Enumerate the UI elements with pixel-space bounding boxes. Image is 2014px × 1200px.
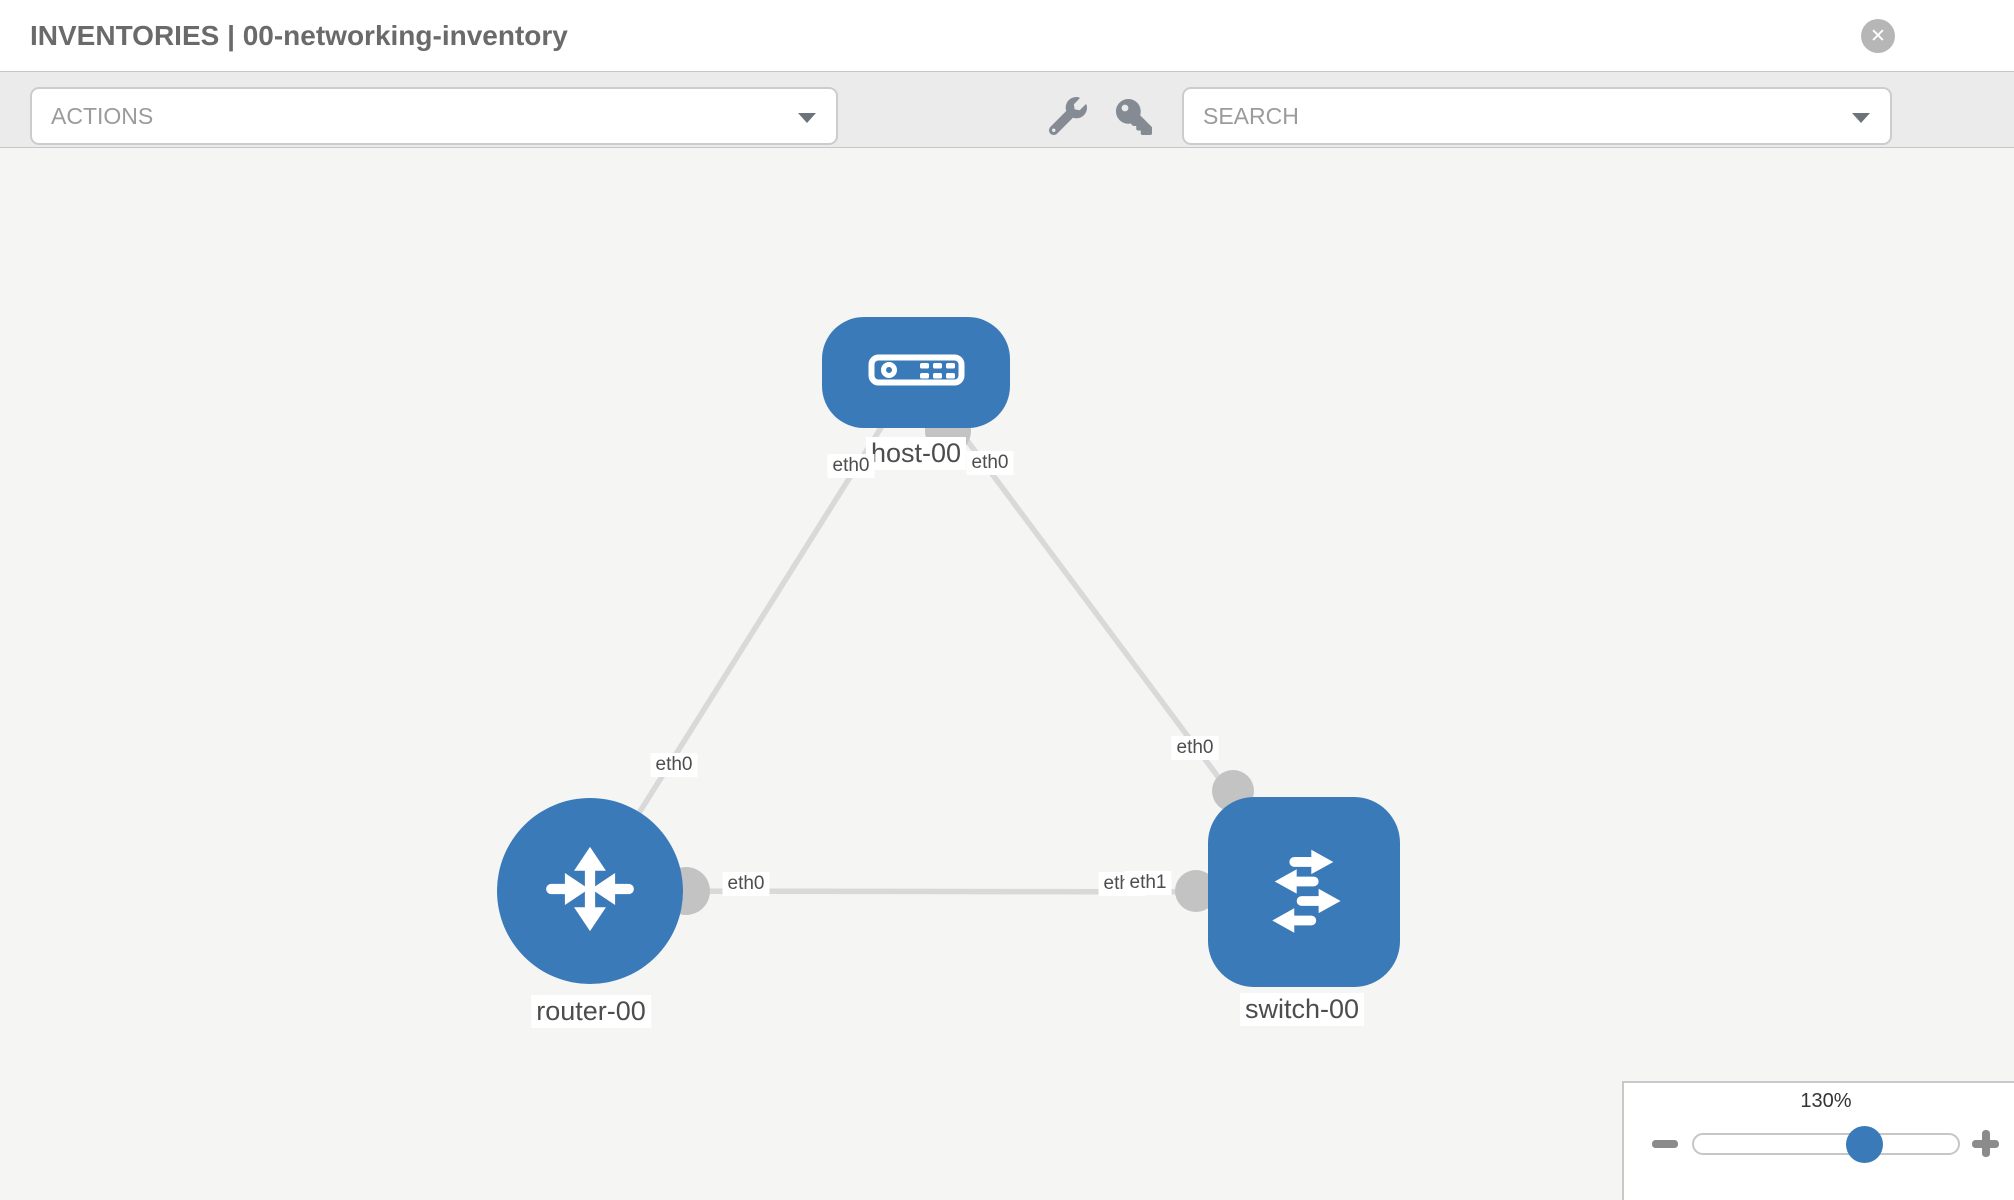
interface-label-switch-top: eth0 [1171, 736, 1219, 760]
interface-label-switch-left: eth1 [1124, 871, 1172, 895]
caret-down-icon [1852, 113, 1870, 123]
node-host-00[interactable] [822, 317, 1010, 428]
page-title: INVENTORIES | 00-networking-inventory [30, 20, 568, 51]
switch-icon [1243, 829, 1365, 956]
zoom-level-value: 130% [1800, 1090, 1852, 1112]
zoom-slider-thumb[interactable] [1846, 1126, 1883, 1163]
interface-label-router-right: eth0 [722, 872, 770, 896]
search-dropdown-label: SEARCH [1203, 103, 1299, 129]
key-icon[interactable] [1116, 99, 1154, 137]
toolbar: ACTIONS SEARCH [0, 71, 2014, 148]
interface-label-host-left: eth0 [827, 454, 875, 478]
node-label-host: host-00 [865, 437, 967, 470]
zoom-plus-icon[interactable] [1972, 1130, 1999, 1157]
close-icon[interactable]: ✕ [1861, 19, 1895, 53]
caret-down-icon [798, 113, 816, 123]
zoom-slider-track[interactable] [1692, 1133, 1960, 1155]
node-label-switch: switch-00 [1239, 993, 1365, 1026]
node-switch-00[interactable] [1208, 797, 1400, 987]
node-router-00[interactable] [497, 798, 683, 984]
interface-dot-switch-left [1175, 870, 1217, 912]
host-icon [868, 354, 965, 391]
zoom-panel: 130% [1622, 1081, 2014, 1200]
header: INVENTORIES | 00-networking-inventory ✕ [0, 0, 2014, 71]
interface-label-host-right: eth0 [966, 451, 1014, 475]
node-label-router: router-00 [531, 995, 651, 1028]
wrench-icon[interactable] [1048, 96, 1087, 136]
router-icon [533, 832, 647, 951]
actions-dropdown-label: ACTIONS [51, 103, 154, 129]
interface-label-router-top: eth0 [650, 753, 698, 777]
topology-canvas[interactable] [0, 148, 2014, 1200]
zoom-minus-icon[interactable] [1652, 1140, 1678, 1148]
search-dropdown[interactable]: SEARCH [1182, 87, 1892, 145]
actions-dropdown[interactable]: ACTIONS [30, 87, 838, 145]
